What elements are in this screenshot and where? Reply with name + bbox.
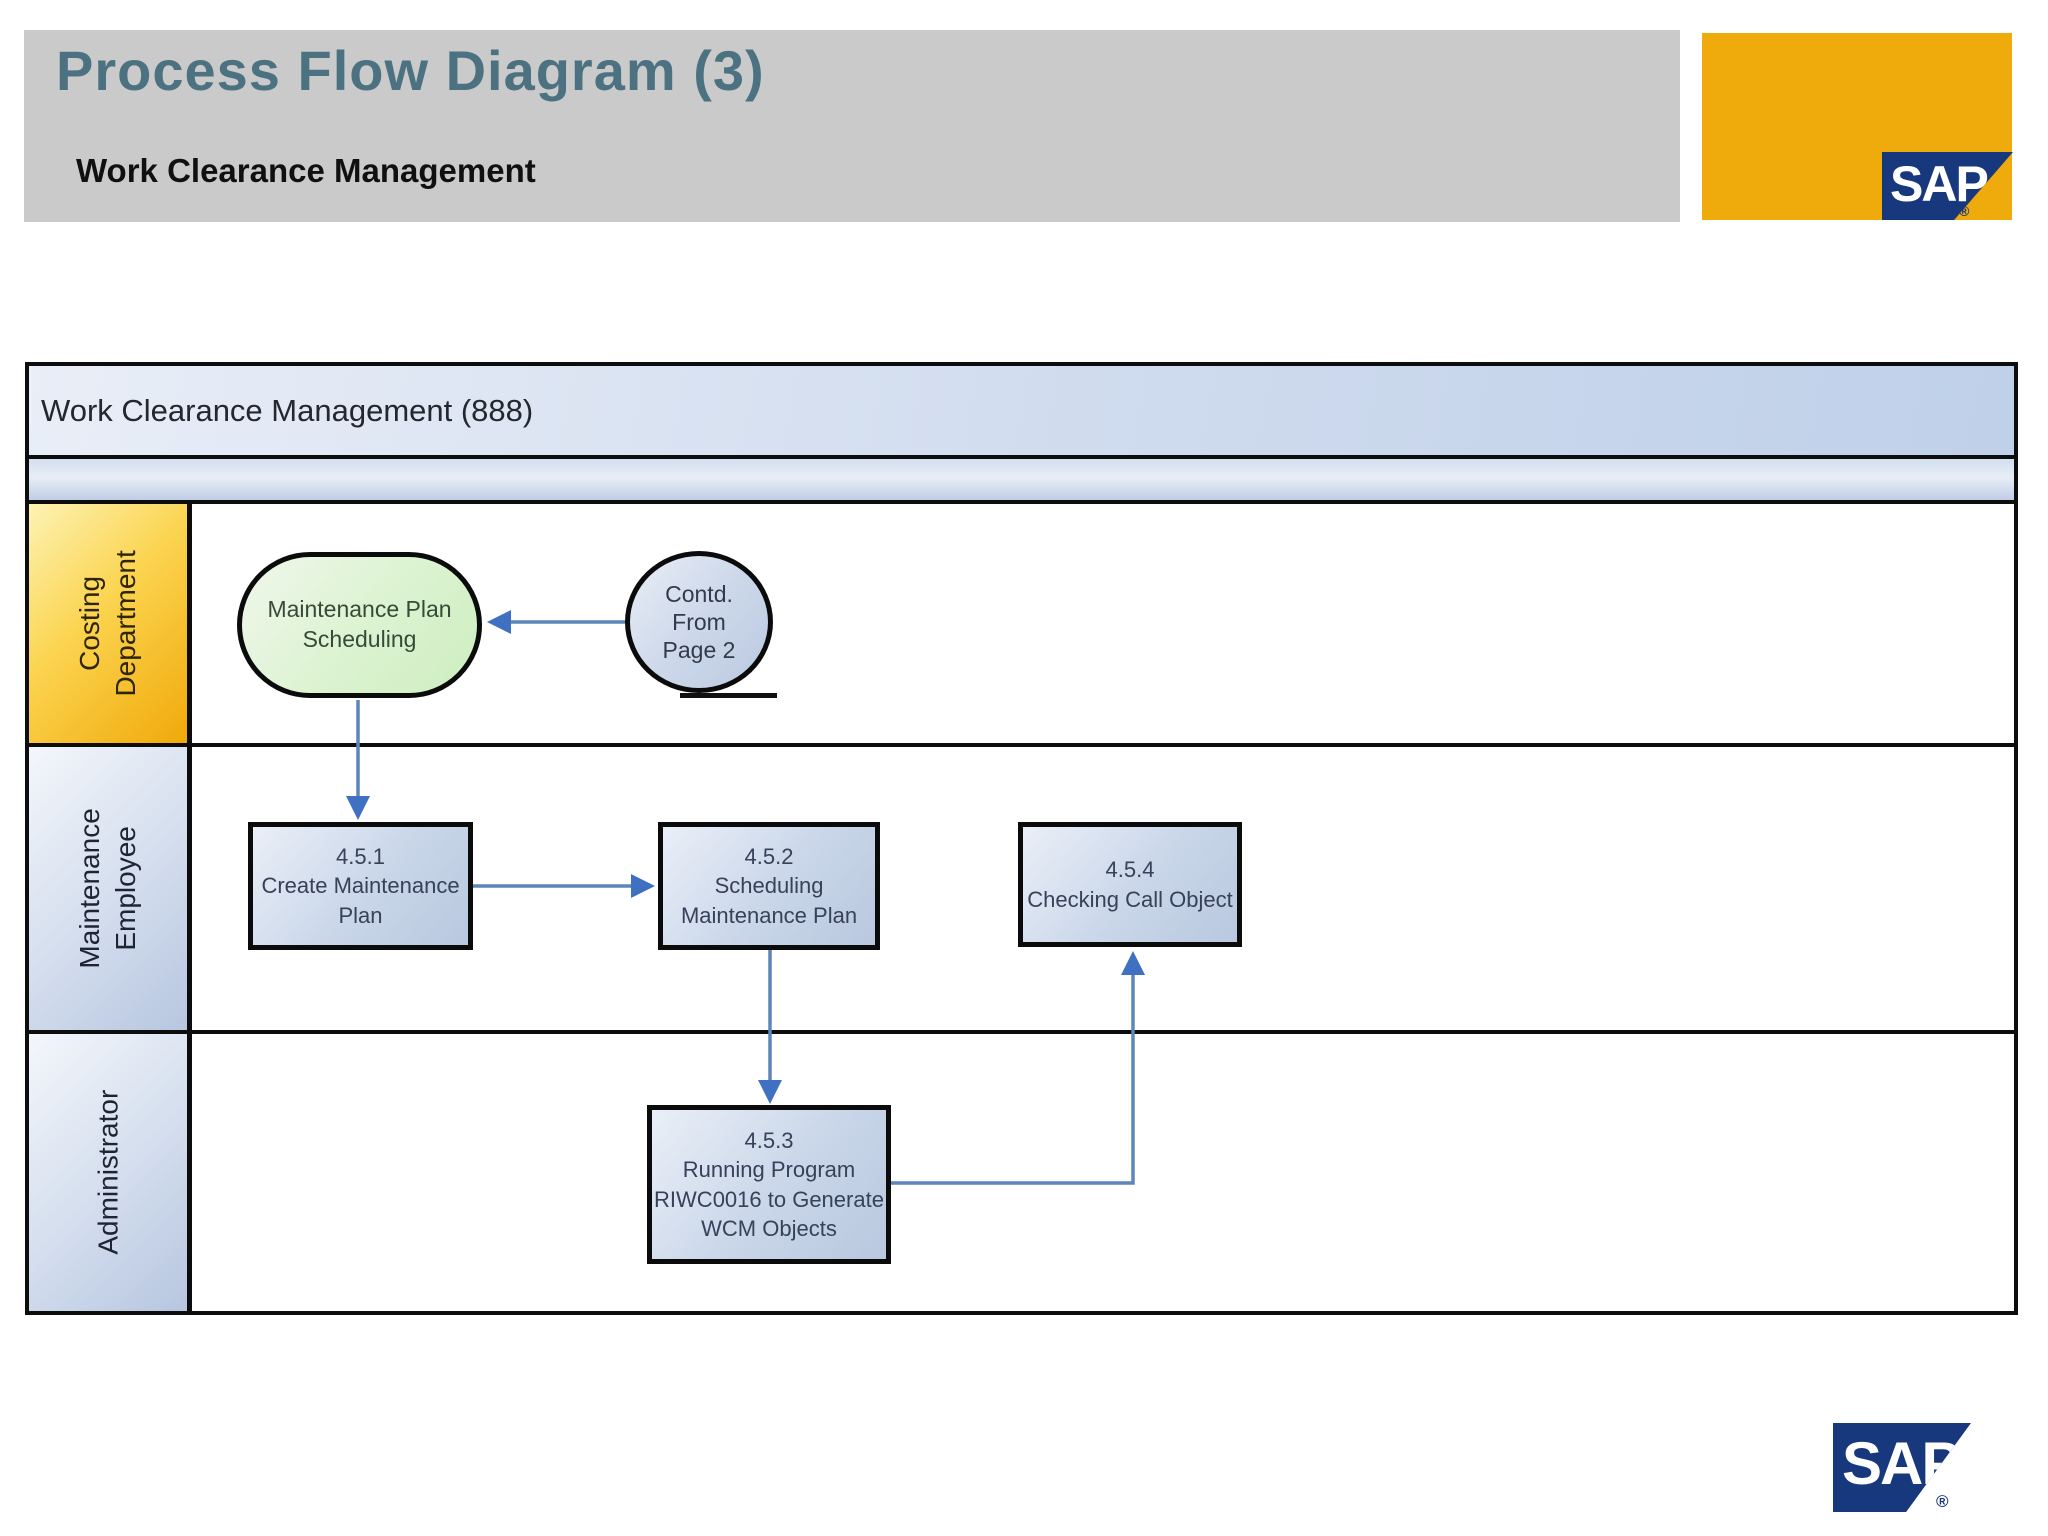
lane-body-administrator <box>192 1034 2014 1311</box>
node-contd-from-page-2: Contd. From Page 2 <box>625 551 773 693</box>
lane-label-maintenance-employee: Maintenance Employee <box>29 747 192 1030</box>
lane-label-text: Costing Department <box>73 550 141 697</box>
header-bar: Process Flow Diagram (3) Work Clearance … <box>24 30 1680 222</box>
sap-logo-icon: SAP <box>1833 1423 1971 1512</box>
node-step-4-5-4: 4.5.4 Checking Call Object <box>1018 822 1242 947</box>
lane-label-text: Maintenance Employee <box>73 808 141 969</box>
page-title: Process Flow Diagram (3) <box>56 39 765 102</box>
lane-label-administrator: Administrator <box>29 1034 192 1311</box>
diagram-title-bar: Work Clearance Management (888) <box>29 366 2014 459</box>
registered-trademark-icon: ® <box>1959 203 1970 219</box>
lane-label-text: Administrator <box>91 1090 123 1255</box>
lane-label-costing-department: Costing Department <box>29 504 192 743</box>
lane-administrator: Administrator <box>29 1034 2014 1311</box>
node-step-4-5-1: 4.5.1 Create Maintenance Plan <box>248 822 473 950</box>
diagram-subheader-strip <box>29 459 2014 504</box>
node-step-4-5-3: 4.5.3 Running Program RIWC0016 to Genera… <box>647 1105 891 1264</box>
registered-trademark-icon: ® <box>1936 1492 1949 1511</box>
page-subtitle: Work Clearance Management <box>76 152 536 189</box>
diagram-title: Work Clearance Management (888) <box>41 392 534 428</box>
off-page-connector-tail-line <box>680 693 777 698</box>
node-maintenance-plan-scheduling: Maintenance Plan Scheduling <box>237 552 482 698</box>
node-step-4-5-2: 4.5.2 Scheduling Maintenance Plan <box>658 822 880 950</box>
